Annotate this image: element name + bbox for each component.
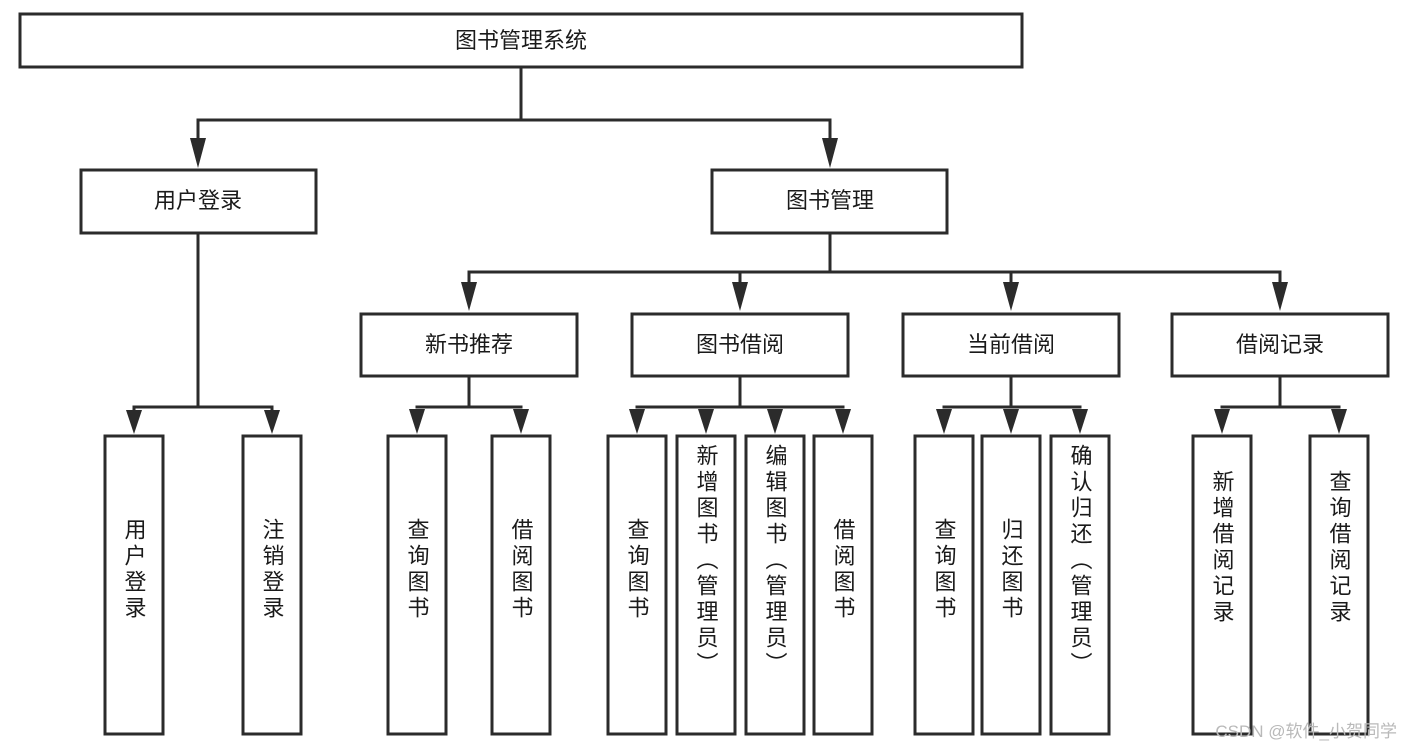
- arrow-record-leaf-1: [1214, 409, 1230, 434]
- arrow-root-to-login: [190, 138, 206, 168]
- node-book-borrow-box[interactable]: [630, 312, 850, 378]
- arrow-to-record: [1272, 282, 1288, 311]
- node-new-book-recommend-label: 新书推荐: [425, 332, 513, 357]
- leaf-current-return-book-box[interactable]: [980, 434, 1042, 736]
- leaf-record-add-record-box[interactable]: [1191, 434, 1253, 736]
- arrow-newbook-leaf-1: [409, 409, 425, 434]
- leaf-newbook-borrow-book-label: 借阅图书: [509, 518, 534, 622]
- leaf-borrow-query-book-box[interactable]: [606, 434, 668, 736]
- leaf-newbook-borrow-book[interactable]: 借阅图书: [490, 434, 552, 736]
- node-root-box[interactable]: [18, 12, 1024, 69]
- node-root[interactable]: 图书管理系统: [18, 12, 1024, 69]
- leaf-logout[interactable]: 注销登录: [241, 434, 303, 736]
- node-user-login-label: 用户登录: [154, 188, 242, 213]
- node-book-management-label: 图书管理: [786, 188, 874, 213]
- arrow-record-leaf-2: [1331, 409, 1347, 434]
- leaf-borrow-edit-book-label: 编辑图书（管理员）: [763, 444, 788, 678]
- node-book-borrow[interactable]: 图书借阅: [630, 312, 850, 378]
- node-book-management-box[interactable]: [710, 168, 949, 235]
- leaf-newbook-borrow-book-box[interactable]: [490, 434, 552, 736]
- leaf-borrow-edit-book[interactable]: 编辑图书（管理员）: [744, 434, 806, 736]
- arrow-login-leaf-2: [264, 410, 280, 434]
- node-current-borrow[interactable]: 当前借阅: [901, 312, 1121, 378]
- leaf-borrow-query-book[interactable]: 查询图书: [606, 434, 668, 736]
- arrow-borrow-leaf-1: [629, 409, 645, 434]
- arrow-current-leaf-3: [1072, 409, 1088, 434]
- node-borrow-record[interactable]: 借阅记录: [1170, 312, 1390, 378]
- leaf-borrow-add-book-box[interactable]: [675, 434, 737, 736]
- node-current-borrow-label: 当前借阅: [967, 332, 1055, 357]
- leaf-current-query-book[interactable]: 查询图书: [913, 434, 975, 736]
- leaf-record-add-record-label: 新增借阅记录: [1210, 470, 1235, 626]
- arrow-borrow-leaf-3: [767, 409, 783, 434]
- leaf-borrow-add-book[interactable]: 新增图书（管理员）: [675, 434, 737, 736]
- leaf-logout-label: 注销登录: [260, 518, 285, 622]
- leaf-current-confirm-return-box[interactable]: [1049, 434, 1111, 736]
- leaf-user-login[interactable]: 用户登录: [103, 434, 165, 736]
- leaf-record-add-record[interactable]: 新增借阅记录: [1191, 434, 1253, 736]
- node-user-login-box[interactable]: [79, 168, 318, 235]
- leaf-current-return-book-label: 归还图书: [999, 518, 1024, 622]
- leaf-record-query-record-box[interactable]: [1308, 434, 1370, 736]
- arrow-login-leaf-1: [126, 410, 142, 434]
- leaf-current-confirm-return-label: 确认归还（管理员）: [1068, 444, 1093, 678]
- arrow-to-borrow: [732, 282, 748, 311]
- leaf-borrow-borrow-book-label: 借阅图书: [831, 518, 856, 622]
- leaf-user-login-box[interactable]: [103, 434, 165, 736]
- arrow-borrow-leaf-2: [698, 409, 714, 434]
- leaf-record-query-record-label: 查询借阅记录: [1327, 470, 1352, 626]
- leaf-logout-box[interactable]: [241, 434, 303, 736]
- node-new-book-recommend-box[interactable]: [359, 312, 579, 378]
- leaf-borrow-query-book-label: 查询图书: [625, 518, 650, 622]
- leaf-current-confirm-return[interactable]: 确认归还（管理员）: [1049, 434, 1111, 736]
- leaf-current-query-book-label: 查询图书: [932, 518, 957, 622]
- node-borrow-record-label: 借阅记录: [1236, 332, 1324, 357]
- leaf-newbook-query-book[interactable]: 查询图书: [386, 434, 448, 736]
- leaf-newbook-query-book-box[interactable]: [386, 434, 448, 736]
- leaf-borrow-borrow-book[interactable]: 借阅图书: [812, 434, 874, 736]
- arrow-to-newbook: [461, 282, 477, 311]
- arrow-to-current: [1003, 282, 1019, 311]
- leaf-newbook-query-book-label: 查询图书: [405, 518, 430, 622]
- node-root-label: 图书管理系统: [455, 28, 587, 53]
- arrow-root-to-bookmgmt: [822, 138, 838, 168]
- edge-layer: [126, 66, 1347, 434]
- node-new-book-recommend[interactable]: 新书推荐: [359, 312, 579, 378]
- leaf-record-query-record[interactable]: 查询借阅记录: [1308, 434, 1370, 736]
- leaf-borrow-add-book-label: 新增图书（管理员）: [694, 444, 719, 678]
- node-borrow-record-box[interactable]: [1170, 312, 1390, 378]
- leaf-current-query-book-box[interactable]: [913, 434, 975, 736]
- arrow-borrow-leaf-4: [835, 409, 851, 434]
- leaf-user-login-label: 用户登录: [122, 518, 147, 622]
- arrow-current-leaf-1: [936, 409, 952, 434]
- leaf-borrow-borrow-book-box[interactable]: [812, 434, 874, 736]
- leaf-current-return-book[interactable]: 归还图书: [980, 434, 1042, 736]
- arrow-current-leaf-2: [1003, 409, 1019, 434]
- node-book-borrow-label: 图书借阅: [696, 332, 784, 357]
- leaf-borrow-edit-book-box[interactable]: [744, 434, 806, 736]
- node-current-borrow-box[interactable]: [901, 312, 1121, 378]
- node-user-login[interactable]: 用户登录: [79, 168, 318, 235]
- node-book-management[interactable]: 图书管理: [710, 168, 949, 235]
- arrow-newbook-leaf-2: [513, 409, 529, 434]
